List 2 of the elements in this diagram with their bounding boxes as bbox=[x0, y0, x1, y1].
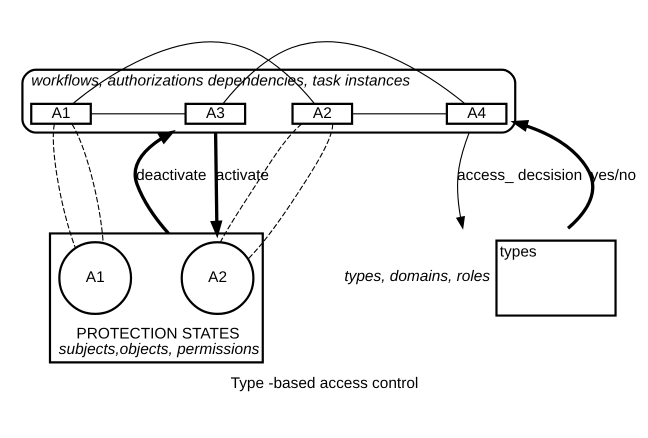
node-label: types, domains, roles bbox=[344, 268, 490, 286]
caption: Type -based access control bbox=[230, 374, 418, 392]
